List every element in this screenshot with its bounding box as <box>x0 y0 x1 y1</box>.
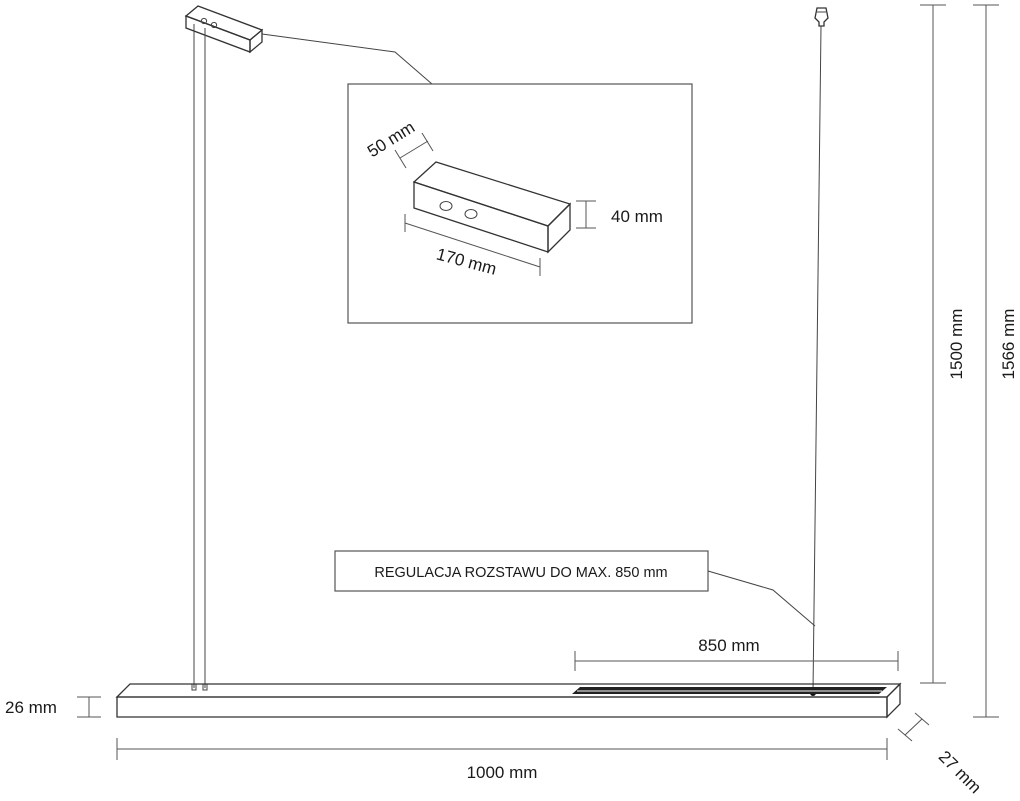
right-ceiling-hook <box>814 7 829 27</box>
lamp-bar <box>115 682 902 719</box>
total-height-label: 1566 mm <box>999 309 1018 380</box>
left-suspension-cables <box>191 24 208 691</box>
canopy-detail-box: 50 mm 40 mm 170 mm <box>347 83 693 324</box>
bar-length-dimension: 1000 mm <box>116 738 888 782</box>
ceiling-canopy <box>184 5 264 54</box>
canopy-height-label: 40 mm <box>611 207 663 226</box>
bar-depth-dimension: 27 mm <box>897 712 985 797</box>
adjustment-note: REGULACJA ROZSTAWU DO MAX. 850 mm <box>374 565 667 581</box>
drop-height-dimension: 1500 mm <box>920 4 966 684</box>
total-height-dimension: 1566 mm <box>973 4 1018 718</box>
canopy-height-dimension: 40 mm <box>576 200 663 229</box>
drop-height-label: 1500 mm <box>947 309 966 380</box>
bar-length-label: 1000 mm <box>467 763 538 782</box>
adjustment-leader-line <box>707 570 816 627</box>
detail-leader-line <box>261 33 433 85</box>
bar-height-label: 26 mm <box>5 698 57 717</box>
bar-height-dimension: 26 mm <box>5 696 101 718</box>
adjustment-span-dimension: 850 mm <box>574 636 899 671</box>
canopy-detail-drawing <box>412 161 572 254</box>
right-suspension-cable <box>812 25 822 693</box>
adjustment-callout: REGULACJA ROZSTAWU DO MAX. 850 mm <box>334 550 816 627</box>
bar-depth-label: 27 mm <box>935 747 985 797</box>
adjustment-span-label: 850 mm <box>698 636 759 655</box>
